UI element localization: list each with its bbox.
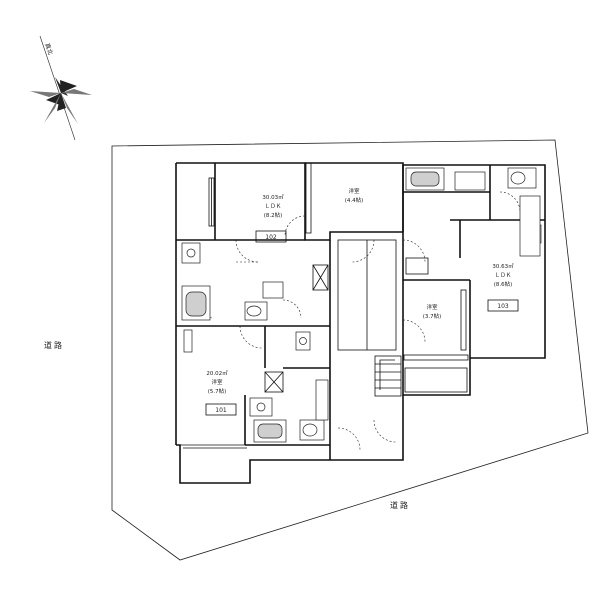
unit-103-tatami: (8.6帖) [494,280,513,288]
room-4-4-tatami: (4.4帖) [345,196,364,204]
room-3-7-tatami: (3.7帖) [423,312,442,320]
unit-102-area: 30.03㎡ [262,193,284,201]
windows [208,162,469,393]
bathtub-icon-103 [405,167,445,191]
unit-102-type: ＬＤＫ [265,203,282,210]
unit-101-number: 101 [215,407,227,414]
bathtub-icon-101 [253,419,287,443]
toilet-icon-101 [299,419,325,441]
road-label-left: 道路 [44,340,64,350]
compass-label: 真北 [43,42,55,56]
room-4-4-name: 洋室 [348,187,360,195]
unit-101-area: 20.02㎡ [206,369,228,377]
unit-101-tatami: (5.7帖) [208,387,227,395]
unit-102-number: 102 [265,234,277,241]
building-outline [175,162,546,484]
unit-103-number: 103 [497,303,509,310]
unit-103-type: ＬＤＫ [495,272,512,279]
toilet-icon-103 [507,167,537,189]
kitchen-counters [183,171,541,421]
unit-101-type: 洋室 [211,378,223,386]
site-boundary [111,139,589,561]
closets [264,257,429,393]
toilet-icon-102 [244,301,268,321]
staircase [337,239,402,397]
room-3-7-name: 洋室 [426,303,438,311]
sink-icons [181,224,542,417]
road-label-bottom: 道路 [390,500,410,510]
unit-102-tatami: (8.2帖) [264,211,283,219]
bathtub-icon-102 [181,285,211,321]
unit-103-area: 30.63㎡ [492,262,514,270]
north-compass-icon [30,35,92,141]
